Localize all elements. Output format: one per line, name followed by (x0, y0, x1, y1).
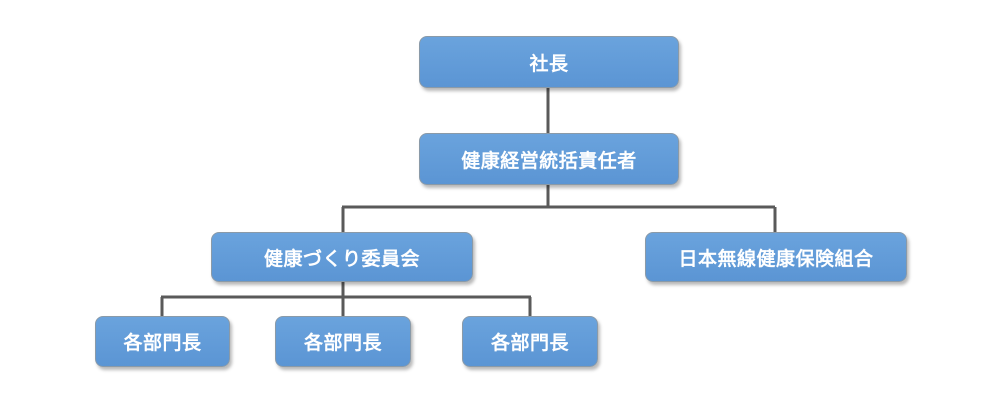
node-department-head: 各部門長 (95, 316, 230, 367)
node-health-management-lead: 健康経営統括責任者 (419, 133, 679, 185)
node-president: 社長 (419, 36, 679, 88)
node-health-committee: 健康づくり委員会 (211, 232, 473, 282)
node-department-head: 各部門長 (462, 316, 598, 367)
node-health-insurance-union: 日本無線健康保険組合 (645, 232, 907, 282)
node-department-head: 各部門長 (275, 316, 411, 367)
